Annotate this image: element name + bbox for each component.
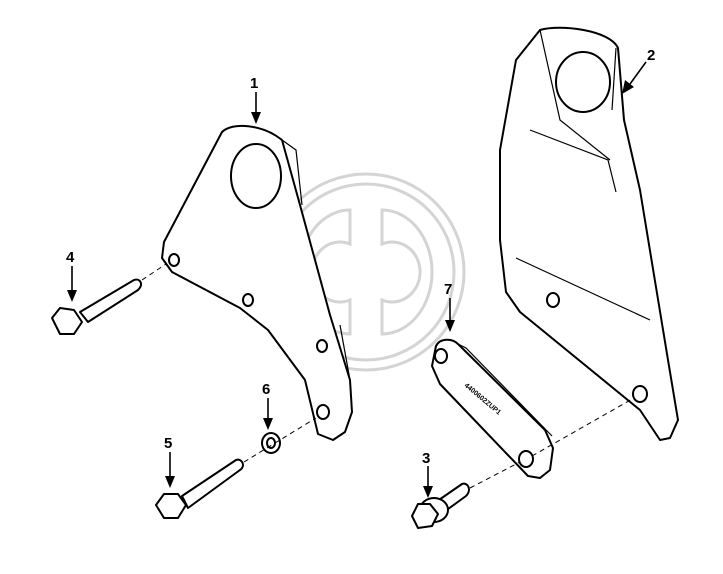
leader-arrows bbox=[67, 61, 647, 498]
washer-part-6 bbox=[261, 432, 281, 454]
callout-label-6: 6 bbox=[262, 381, 270, 398]
bolt-part-4 bbox=[51, 278, 142, 335]
strap-plate-part-7: 4400602ZUP1 bbox=[431, 338, 554, 479]
callout-label-4: 4 bbox=[66, 249, 75, 266]
gd-logo-watermark-icon bbox=[266, 172, 466, 372]
flange-bolt-part-3 bbox=[411, 482, 470, 529]
callout-label-5: 5 bbox=[164, 435, 172, 452]
callout-label-1: 1 bbox=[250, 75, 258, 92]
callout-label-3: 3 bbox=[422, 450, 430, 467]
callout-label-7: 7 bbox=[444, 281, 452, 298]
callout-label-2: 2 bbox=[647, 47, 655, 64]
assembly-centerlines bbox=[141, 263, 635, 489]
large-bracket-part-2 bbox=[499, 26, 679, 441]
bolt-part-5 bbox=[155, 458, 244, 519]
plate-bracket-part-1 bbox=[161, 124, 353, 441]
